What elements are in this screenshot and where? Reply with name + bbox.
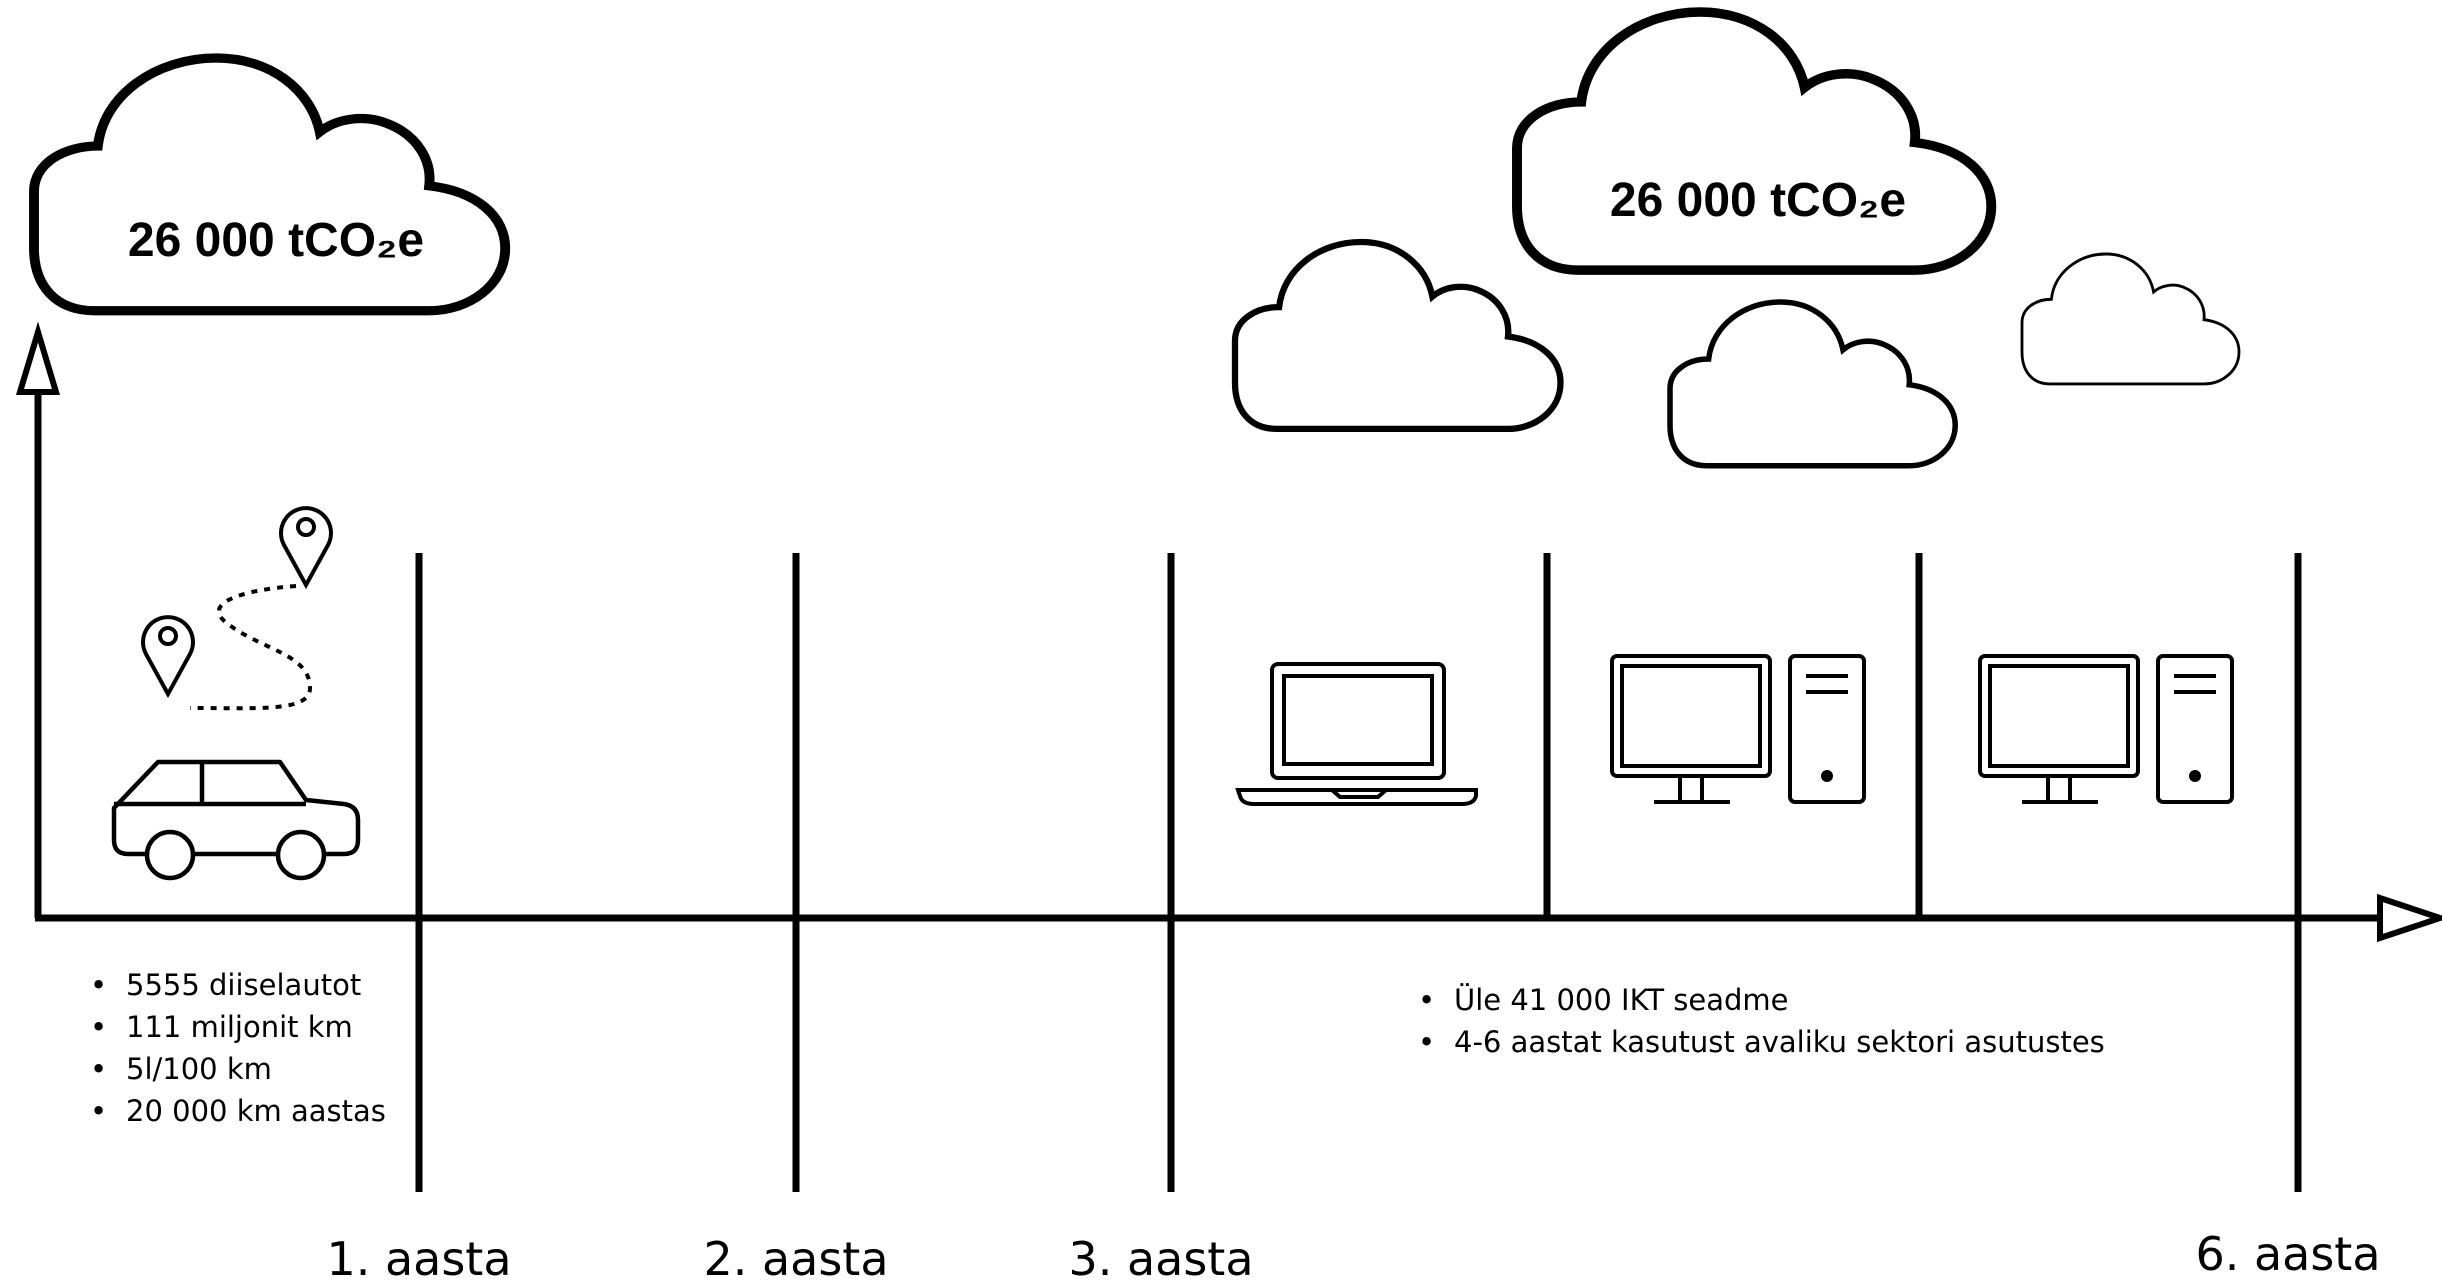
axes: [15, 321, 2442, 943]
list-item: 111 miljonit km: [86, 1006, 386, 1048]
cloud-icon: [1517, 12, 1991, 270]
year-label-1: 1. aasta: [326, 1232, 511, 1285]
car-facts-list: 5555 diiselautot 111 miljonit km 5l/100 …: [86, 964, 386, 1132]
x-axis-arrowhead: [2377, 893, 2442, 943]
map-pin-icon: [141, 615, 195, 696]
cloud-icon: [2020, 252, 2241, 386]
list-item: 4-6 aastat kasutust avaliku sektori asut…: [1414, 1021, 2105, 1063]
year-tick-lines: [415, 553, 2302, 1192]
cloud-icon: [1235, 242, 1561, 429]
computer-tower-icon: [1788, 654, 1866, 804]
y-axis-arrowhead: [15, 321, 61, 395]
year-label-2: 2. aasta: [703, 1232, 888, 1285]
list-item: 5555 diiselautot: [86, 964, 386, 1006]
desktop-computer-icon: [1978, 654, 2140, 804]
desktop-computer-icon: [1610, 654, 1772, 804]
dotted-route-path: [189, 584, 313, 711]
emission-label-right: 26 000 tCO₂e: [1610, 174, 1906, 227]
list-item: 5l/100 km: [86, 1048, 386, 1090]
year-label-3: 3. aasta: [1068, 1232, 1253, 1285]
map-pin-icon: [279, 506, 333, 587]
list-item: Üle 41 000 IKT seadme: [1414, 979, 2105, 1021]
year-label-6: 6. aasta: [2195, 1227, 2380, 1281]
computer-tower-icon: [2156, 654, 2234, 804]
ict-facts-list: Üle 41 000 IKT seadme 4-6 aastat kasutus…: [1414, 979, 2105, 1063]
cloud-icon: [34, 58, 505, 311]
list-item: 20 000 km aastas: [86, 1090, 386, 1132]
cloud-icon: [1670, 302, 1955, 466]
route-icon: [141, 506, 333, 711]
car-icon: [111, 759, 361, 881]
emission-label-left: 26 000 tCO₂e: [128, 214, 424, 267]
laptop-icon: [1235, 662, 1478, 806]
